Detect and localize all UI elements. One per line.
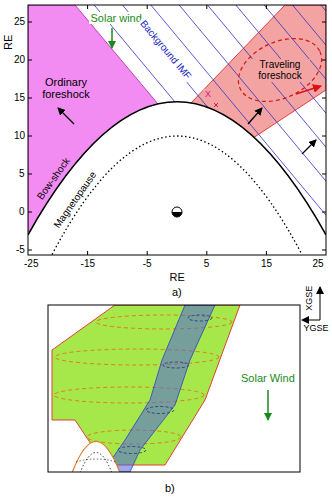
flow-arrow [58,108,74,124]
tick-label: 0 [19,206,25,218]
tick-label: 5 [204,258,210,270]
panel-label: b) [165,482,175,495]
imf-lines [28,5,326,255]
earth-symbol [172,207,182,217]
tick-label: 5 [19,168,25,180]
region-label: Solar wind [89,12,144,25]
axis-title: RE [2,34,15,49]
axis-label: XGSE [304,286,314,311]
plot-frame [28,5,326,255]
tube-section [146,407,174,414]
panel-frame [48,305,300,472]
magnetopause-curve [52,136,302,255]
bow-shock-dome [72,442,120,473]
region-label: Ordinary foreshock [34,76,98,101]
flux-tube [103,305,215,472]
region-label: Traveling foreshock [250,59,310,82]
field-label: Background IMF [136,16,194,83]
tick-label: 25 [313,258,324,270]
magnetopause-dome [80,453,112,473]
motion-arrow [296,86,321,94]
tick-label: 20 [14,54,25,66]
tube-section [163,362,189,368]
tick-marks [28,5,326,255]
earth-night-side [172,212,182,217]
bow-shock-curve [28,102,326,235]
foreshock-ellipse [228,26,326,114]
tick-label: 15 [261,258,272,270]
tube-section [188,315,212,321]
flow-arrow [302,140,316,154]
axis-arrow [320,287,321,320]
panel-b-art [52,305,268,472]
tick-label: -25 [24,258,38,270]
shock-interior [28,102,326,255]
tick-label: 25 [14,16,25,28]
solar-wind-arrow [111,28,113,48]
axis-arrow [302,320,320,321]
axis-title: RE [170,271,185,284]
cross-marker [214,103,218,107]
panel-label: a) [172,286,182,299]
axis-label: YGSE [304,323,329,333]
tick-label: -5 [143,258,152,270]
tick-label: 15 [14,92,25,104]
tick-label: -15 [81,258,95,270]
solar-wind-arrow [267,390,269,420]
cross-section [55,349,219,365]
tick-label: 10 [14,130,25,142]
flow-arrow [248,108,262,124]
cross-section [54,387,204,403]
marker-label: X [203,89,213,99]
cross-section [96,315,232,329]
panel-a-art [28,5,326,255]
dome-section [76,459,116,462]
tube-section [118,447,146,454]
flow-label: Solar Wind [241,372,295,385]
tick-label: -5 [16,244,25,256]
